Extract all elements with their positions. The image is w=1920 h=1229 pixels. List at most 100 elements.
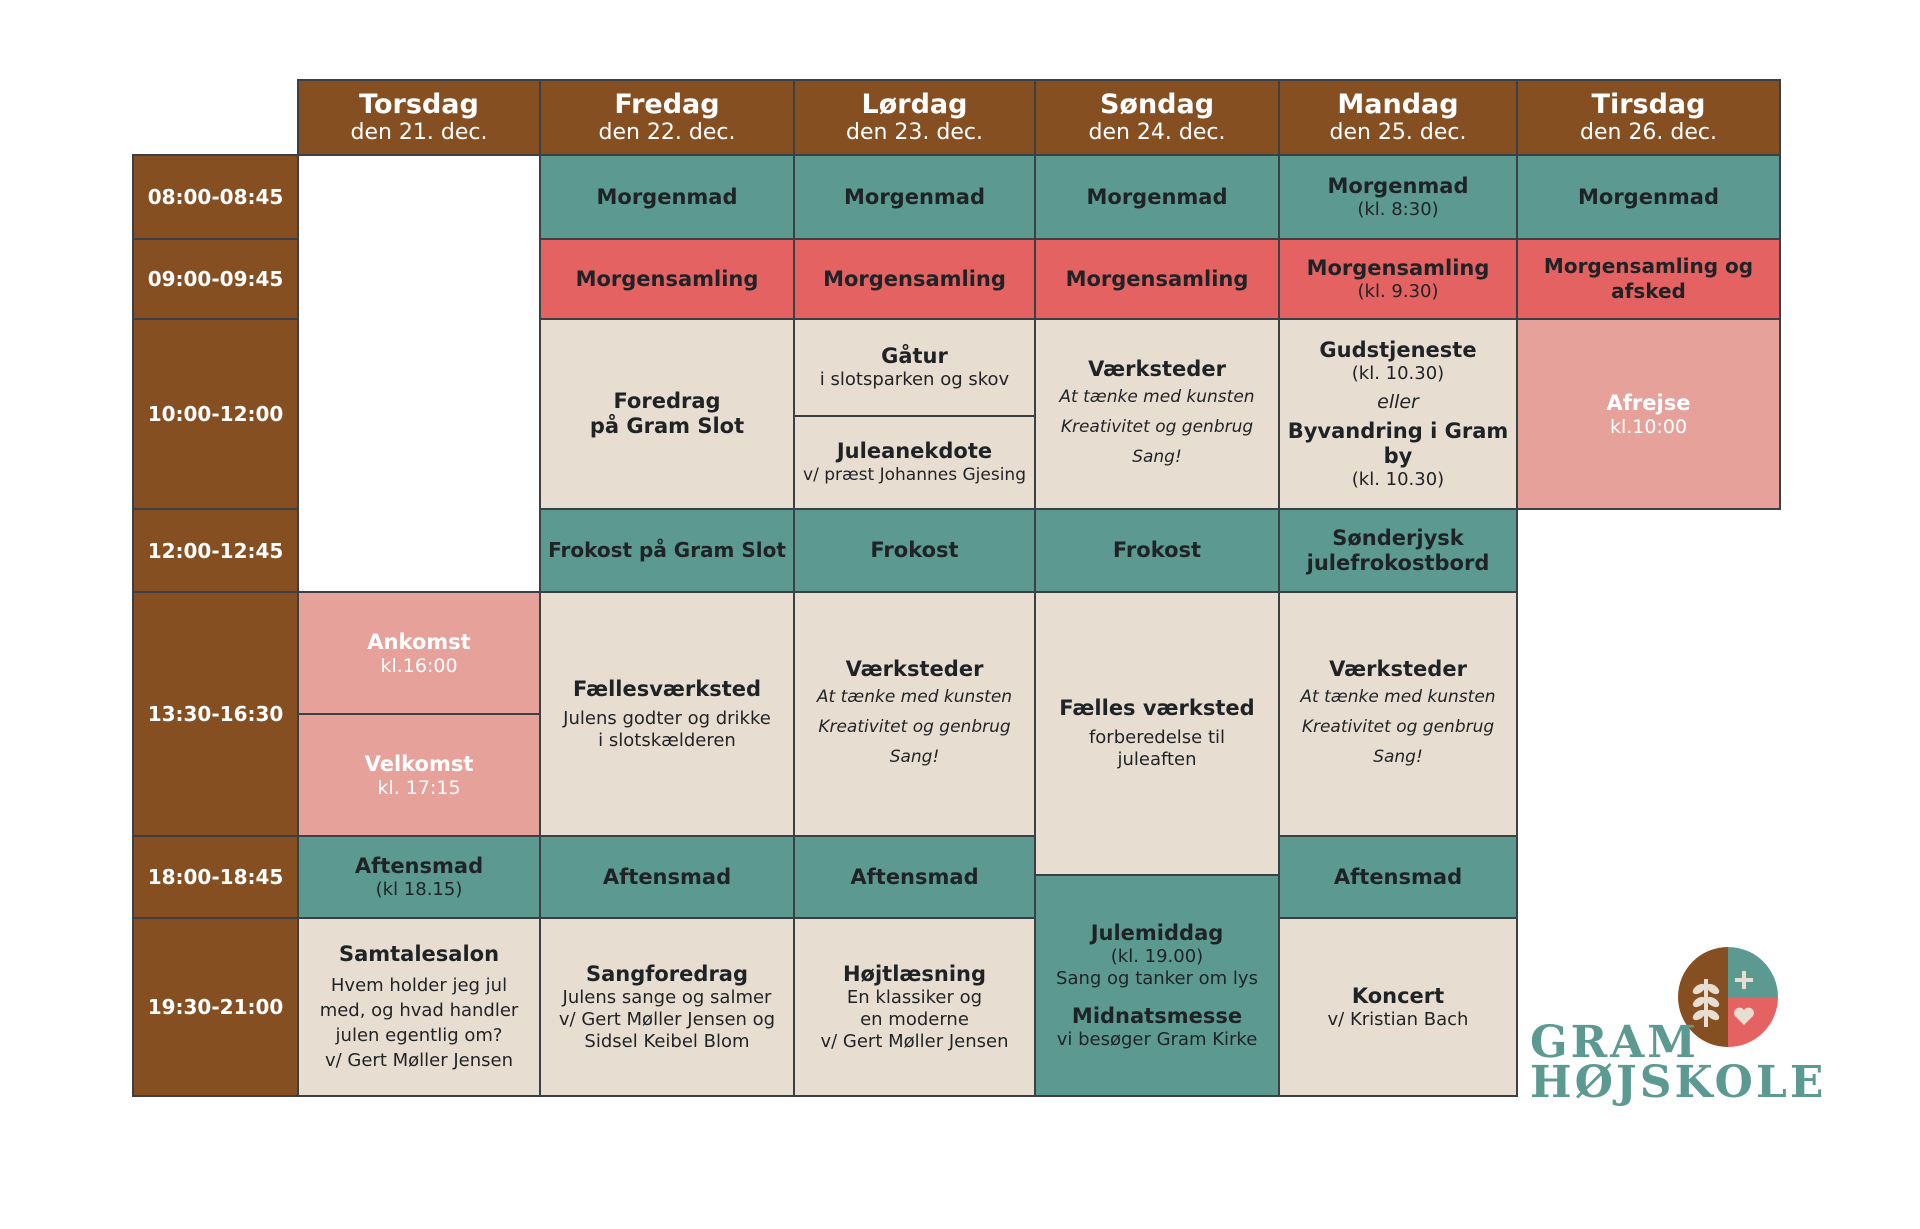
event-title: Midnatsmesse	[1071, 1003, 1243, 1028]
event-song-lecture: Sangforedrag Julens sange og salmer v/ G…	[539, 917, 795, 1097]
event-detail: En klassiker og	[846, 986, 983, 1008]
event-detail: en moderne	[860, 1008, 969, 1030]
event-departure: Afrejse kl.10:00	[1516, 318, 1781, 510]
event-lunch: Frokost	[793, 508, 1036, 593]
time-slot: 09:00-09:45	[132, 238, 299, 320]
day-header-tirsdag: Tirsdag den 26. dec.	[1516, 79, 1781, 156]
event-breakfast: Morgenmad	[1034, 154, 1280, 240]
event-detail: v/ Gert Møller Jensen	[820, 1030, 1009, 1052]
event-title: Samtalesalon	[338, 941, 500, 966]
day-header-fredag: Fredag den 22. dec.	[539, 79, 795, 156]
event-detail: Sang!	[1373, 746, 1423, 767]
time-slot: 10:00-12:00	[132, 318, 299, 510]
time-slot: 19:30-21:00	[132, 917, 299, 1097]
event-workshops: Værksteder At tænke med kunsten Kreativi…	[1034, 318, 1280, 510]
day-date: den 26. dec.	[1579, 119, 1717, 145]
event-detail: (kl. 8:30)	[1357, 198, 1439, 220]
time-slot: 08:00-08:45	[132, 154, 299, 240]
event-title: Værksteder	[1088, 356, 1226, 381]
event-detail: v/ Gert Møller Jensen og	[558, 1008, 776, 1030]
day-header-torsdag: Torsdag den 21. dec.	[297, 79, 541, 156]
event-title: Morgenmad	[844, 184, 985, 209]
event-title: på Gram Slot	[589, 414, 745, 438]
event-detail: vi besøger Gram Kirke	[1056, 1028, 1258, 1050]
event-title: Velkomst	[364, 751, 474, 776]
logo-text-gram: GRAM	[1530, 1017, 1699, 1068]
event-detail: v/ Kristian Bach	[1327, 1008, 1469, 1030]
event-reading: Højtlæsning En klassiker og en moderne v…	[793, 917, 1036, 1097]
event-breakfast: Morgenmad	[539, 154, 795, 240]
event-detail: Kreativitet og genbrug	[1301, 716, 1495, 737]
day-date: den 22. dec.	[598, 119, 736, 145]
event-title: Byvandring i Gram by	[1287, 418, 1509, 468]
event-detail: Sang!	[1132, 446, 1182, 467]
event-detail: (kl. 10.30)	[1351, 362, 1445, 384]
event-detail: kl.16:00	[380, 654, 458, 677]
event-morning-assembly: Morgensamling	[793, 238, 1036, 320]
event-detail: v/ præst Johannes Gjesing	[803, 465, 1026, 485]
event-morning-assembly: Morgensamling (kl. 9.30)	[1278, 238, 1518, 320]
event-or: eller	[1377, 390, 1419, 413]
event-dinner: Aftensmad	[793, 835, 1036, 919]
event-concert: Koncert v/ Kristian Bach	[1278, 917, 1518, 1097]
event-detail: (kl 18.15)	[375, 878, 463, 900]
day-date: den 23. dec.	[845, 119, 983, 145]
day-name: Lørdag	[861, 88, 968, 120]
event-detail: forberedelse til	[1088, 727, 1226, 748]
event-lunch: Frokost på Gram Slot	[539, 508, 795, 593]
day-name: Torsdag	[359, 88, 479, 120]
event-workshops: Værksteder At tænke med kunsten Kreativi…	[1278, 591, 1518, 837]
event-dinner: Aftensmad (kl 18.15)	[297, 835, 541, 919]
event-detail: Sang!	[889, 746, 940, 767]
event-morning-assembly: Morgensamling	[1034, 238, 1280, 320]
event-morning-assembly-farewell: Morgensamling og afsked	[1516, 238, 1781, 320]
event-title: Fællesværksted	[572, 676, 762, 701]
event-detail: Hvem holder jeg jul	[330, 974, 508, 996]
event-detail: (kl. 10.30)	[1351, 468, 1445, 490]
event-breakfast: Morgenmad	[793, 154, 1036, 240]
event-title: Morgensamling	[1065, 266, 1249, 291]
event-detail: Sidsel Keibel Blom	[584, 1030, 750, 1052]
event-title: Aftensmad	[1333, 864, 1463, 889]
event-detail: kl. 17:15	[377, 776, 461, 799]
event-title: Værksteder	[1329, 656, 1467, 681]
event-title: Koncert	[1351, 983, 1445, 1008]
day-date: den 25. dec.	[1329, 119, 1467, 145]
day-name: Fredag	[614, 88, 720, 120]
time-slot: 13:30-16:30	[132, 591, 299, 837]
event-title: Fælles værksted	[1059, 696, 1255, 720]
event-title: Morgenmad	[1327, 173, 1469, 198]
logo-emblem-icon	[1678, 947, 1778, 1047]
event-lecture: Foredrag på Gram Slot	[539, 318, 795, 510]
event-lunch: Frokost	[1034, 508, 1280, 593]
event-common-workshop: Fælles værksted forberedelse til juleaft…	[1034, 591, 1280, 876]
event-title: Højtlæsning	[842, 961, 987, 986]
event-lunch: Sønderjysk julefrokostbord	[1278, 508, 1518, 593]
event-detail: (kl. 9.30)	[1357, 280, 1439, 302]
event-detail: julen egentlig om?	[335, 1024, 503, 1046]
event-title: Morgenmad	[1578, 184, 1719, 209]
event-title: Frokost	[870, 538, 959, 562]
event-detail: Kreativitet og genbrug	[818, 716, 1011, 737]
event-title: Gåtur	[881, 344, 948, 368]
event-title: Julemiddag	[1090, 920, 1224, 945]
event-title: Aftensmad	[354, 853, 484, 878]
event-title: Morgensamling	[823, 266, 1006, 291]
event-detail: Kreativitet og genbrug	[1060, 416, 1254, 437]
event-title: Morgenmad	[596, 184, 738, 209]
event-title: Gudstjeneste	[1319, 337, 1477, 362]
event-service-or-citywalk: Gudstjeneste (kl. 10.30) eller Byvandrin…	[1278, 318, 1518, 510]
event-detail: Sang og tanker om lys	[1056, 967, 1258, 989]
event-detail: (kl. 19.00)	[1110, 945, 1204, 967]
event-title: Aftensmad	[602, 864, 732, 889]
event-dinner: Aftensmad	[539, 835, 795, 919]
empty-slot	[297, 154, 541, 593]
time-slot: 18:00-18:45	[132, 835, 299, 919]
event-detail: At tænke med kunsten	[1059, 386, 1255, 407]
event-title: Sangforedrag	[585, 961, 749, 986]
event-detail: Julens godter og drikke	[563, 707, 771, 729]
event-detail: At tænke med kunsten	[816, 686, 1013, 707]
day-name: Søndag	[1099, 88, 1215, 120]
gram-hojskole-logo: GRAM HØJSKOLE	[1530, 945, 1823, 1105]
event-title: Frokost på Gram Slot	[548, 538, 786, 562]
